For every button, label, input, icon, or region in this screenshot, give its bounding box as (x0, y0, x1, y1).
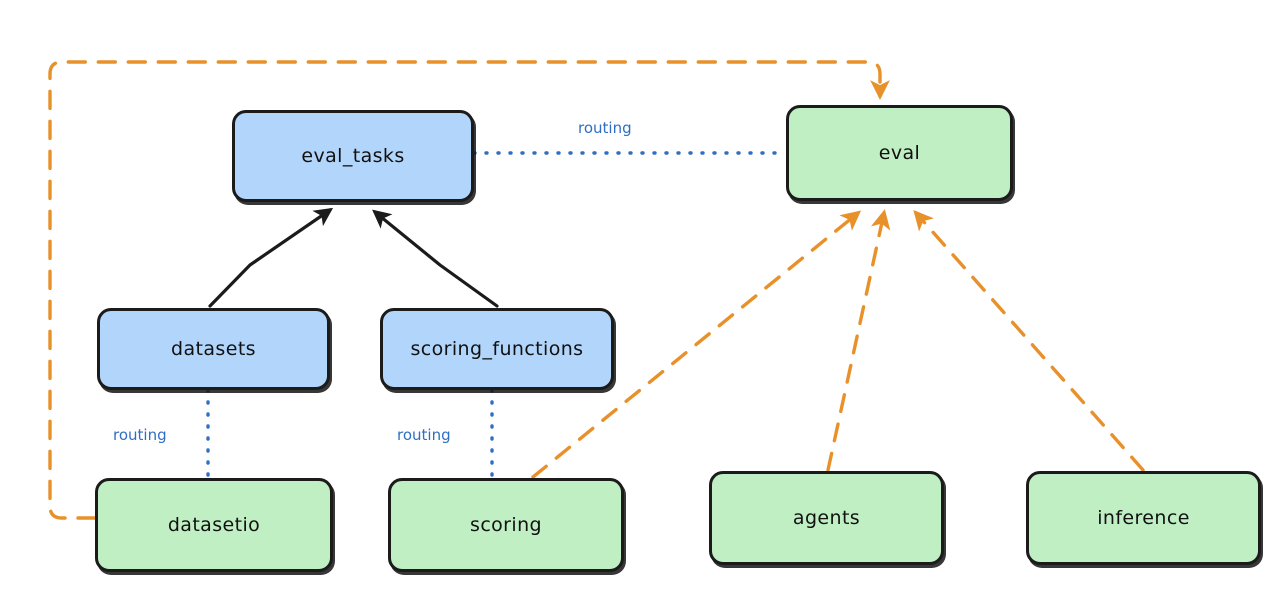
node-datasets[interactable]: datasets (97, 308, 330, 390)
node-inference[interactable]: inference (1026, 471, 1261, 565)
edge-datasetio-to-eval (48, 60, 890, 520)
edge-agents-to-eval (826, 209, 891, 472)
node-datasetio[interactable]: datasetio (95, 478, 333, 572)
node-eval[interactable]: eval (786, 105, 1013, 201)
edge-scoring-to-eval (531, 210, 862, 479)
edge-label-routing-eval_tasks-eval: routing (578, 119, 632, 137)
node-label-eval_tasks: eval_tasks (301, 145, 405, 167)
node-label-eval: eval (878, 142, 921, 164)
node-eval_tasks[interactable]: eval_tasks (232, 110, 474, 202)
node-label-scoring_functions: scoring_functions (410, 338, 584, 360)
node-label-inference: inference (1097, 507, 1190, 529)
edge-scoring-functions-to-eval-tasks (372, 209, 499, 308)
node-scoring_functions[interactable]: scoring_functions (380, 308, 614, 390)
node-scoring[interactable]: scoring (388, 478, 624, 572)
node-label-datasetio: datasetio (167, 514, 261, 536)
node-label-scoring: scoring (470, 514, 542, 536)
edge-inference-to-eval (913, 210, 1145, 472)
node-label-datasets: datasets (171, 338, 256, 360)
edge-label-routing-datasets-datasetio: routing (113, 426, 167, 444)
node-agents[interactable]: agents (709, 471, 944, 565)
node-label-agents: agents (792, 507, 861, 529)
edge-label-routing-scoring_functions-scoring: routing (397, 426, 451, 444)
edge-datasets-to-eval-tasks (208, 207, 334, 308)
